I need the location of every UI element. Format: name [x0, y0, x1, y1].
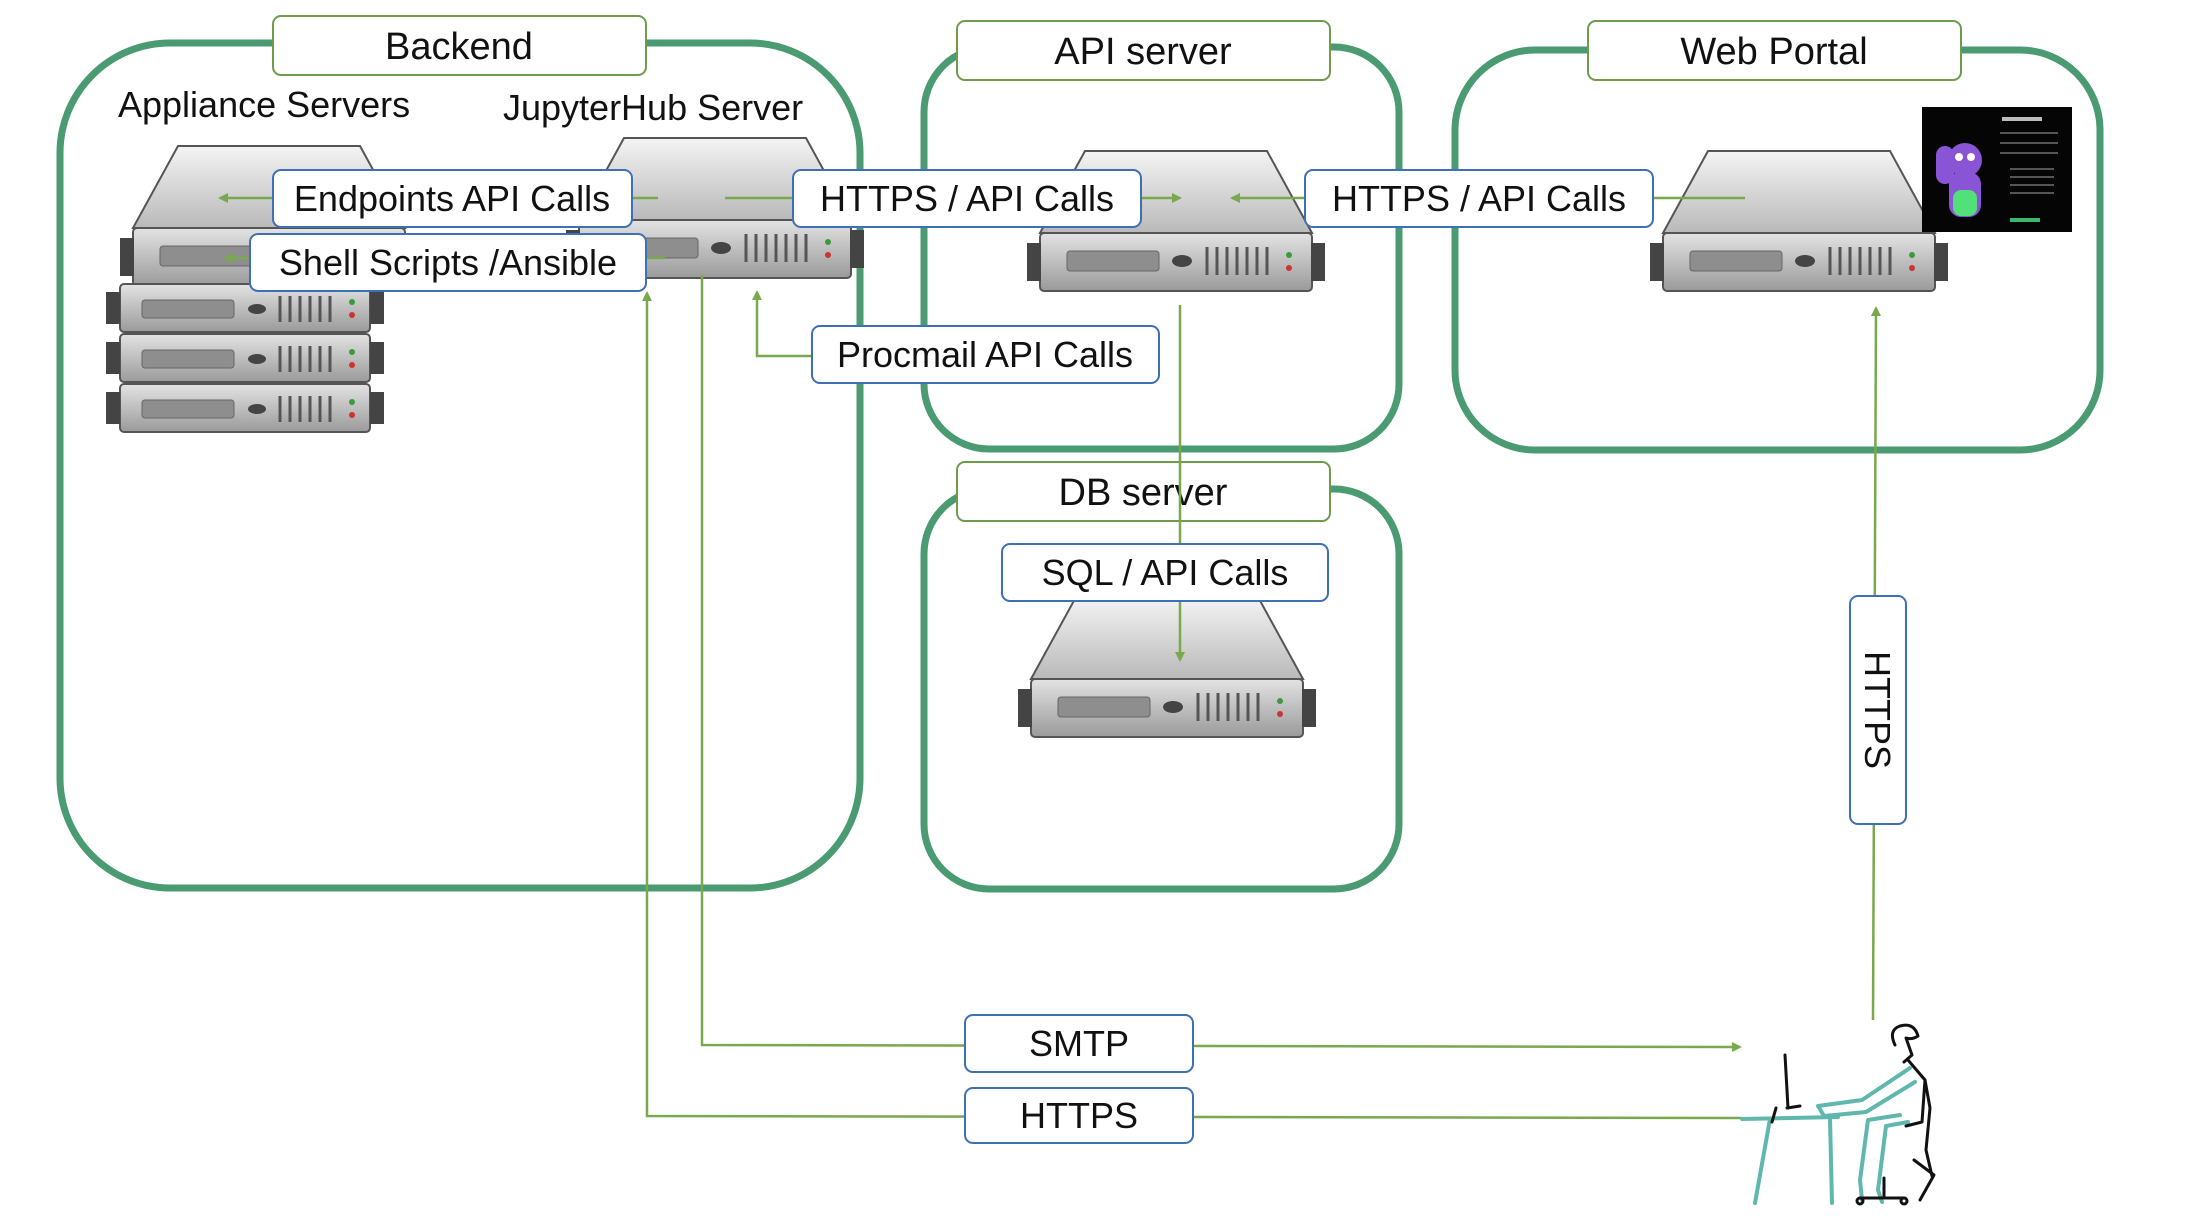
sql-api-calls-label: SQL / API Calls: [1001, 543, 1329, 602]
server-icon: [1648, 149, 1950, 293]
shell-scripts-text: Shell Scripts /Ansible: [279, 242, 617, 283]
server-icon: [1016, 595, 1318, 739]
api-server-title: API server: [956, 20, 1331, 81]
appliance-servers-label: Appliance Servers: [118, 84, 410, 125]
portal-screenshot-icon: [1922, 107, 2072, 232]
https-bottom-label: HTTPS: [964, 1087, 1194, 1144]
backend-title: Backend: [272, 15, 647, 76]
https-api-calls-text-1: HTTPS / API Calls: [820, 178, 1114, 219]
api-server-title-text: API server: [1054, 31, 1232, 73]
https-api-calls-label-2: HTTPS / API Calls: [1304, 169, 1654, 228]
db-server-title: DB server: [956, 461, 1331, 522]
endpoints-api-calls-text: Endpoints API Calls: [294, 178, 610, 219]
db-server-title-text: DB server: [1059, 472, 1228, 514]
procmail-api-calls-label: Procmail API Calls: [811, 325, 1160, 384]
https-api-calls-text-2: HTTPS / API Calls: [1332, 178, 1626, 219]
https-api-calls-label-1: HTTPS / API Calls: [792, 169, 1142, 228]
https-vertical-text: HTTPS: [1857, 651, 1898, 769]
shell-scripts-label: Shell Scripts /Ansible: [249, 233, 647, 292]
procmail-connector: [752, 290, 826, 358]
endpoints-api-calls-label: Endpoints API Calls: [272, 169, 633, 228]
procmail-api-calls-text: Procmail API Calls: [837, 334, 1133, 375]
web-portal-title: Web Portal: [1587, 20, 1962, 81]
user-at-desk-icon: [1740, 1023, 1936, 1206]
sql-api-calls-text: SQL / API Calls: [1042, 552, 1289, 593]
https-vertical-label: HTTPS: [1849, 595, 1907, 825]
https-user-connector: [642, 291, 1743, 1120]
smtp-label: SMTP: [964, 1014, 1194, 1073]
backend-title-text: Backend: [385, 26, 533, 68]
smtp-connector: [700, 275, 1742, 1052]
web-portal-title-text: Web Portal: [1680, 31, 1867, 73]
jupyterhub-server-label: JupyterHub Server: [503, 87, 803, 128]
https-bottom-text: HTTPS: [1020, 1095, 1138, 1136]
smtp-text: SMTP: [1029, 1023, 1129, 1064]
